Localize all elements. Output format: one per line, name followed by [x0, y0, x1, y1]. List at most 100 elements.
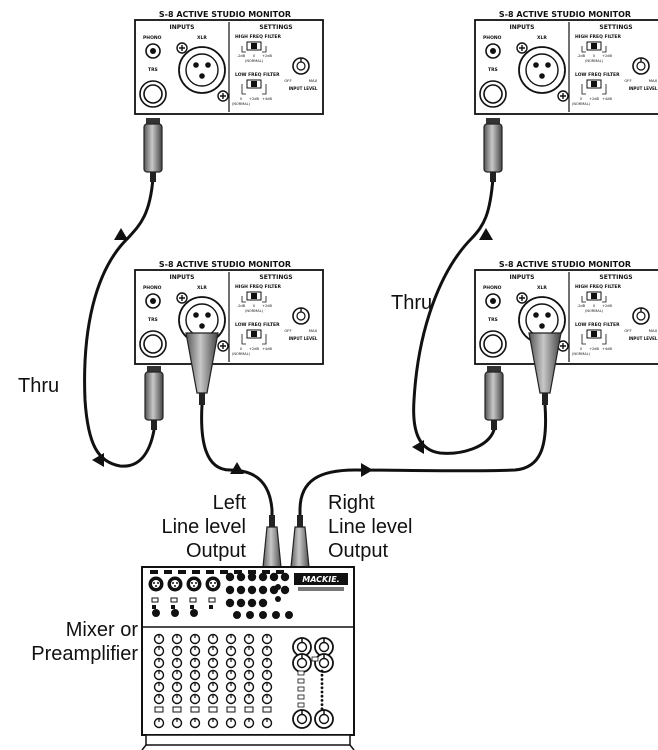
xlr-label: XLR: [197, 285, 207, 291]
svg-text:Preamplifier: Preamplifier: [31, 643, 138, 665]
inputs-heading: INPUTS: [170, 24, 195, 31]
svg-text:+2dB: +2dB: [262, 54, 272, 58]
svg-text:Line level: Line level: [161, 516, 246, 538]
input-level-knob: [292, 307, 310, 325]
low-freq-filter-label: LOW FREQ FILTER: [235, 322, 280, 328]
inputs-heading: INPUTS: [510, 24, 535, 31]
phono-label: PHONO: [483, 285, 502, 291]
settings-heading: SETTINGS: [599, 274, 632, 281]
input-level-label: INPUT LEVEL: [289, 336, 318, 341]
high-freq-switch: [591, 43, 597, 49]
svg-text:OFF: OFF: [284, 78, 291, 83]
svg-text:0: 0: [240, 97, 242, 101]
svg-text:+2dB: +2dB: [589, 97, 599, 101]
svg-text:0: 0: [593, 54, 595, 58]
svg-text:+4dB: +4dB: [602, 97, 612, 101]
settings-heading: SETTINGS: [259, 24, 292, 31]
svg-text:MAX: MAX: [649, 78, 658, 83]
svg-text:-2dB: -2dB: [577, 54, 586, 58]
svg-text:0: 0: [593, 304, 595, 308]
trs-label: TRS: [148, 317, 158, 323]
high-freq-switch: [591, 293, 597, 299]
svg-text:Mixer or: Mixer or: [66, 619, 139, 641]
mixer-logo: MACKIE.: [294, 573, 348, 591]
high-freq-filter-label: HIGH FREQ FILTER: [235, 34, 281, 40]
cables: [83, 176, 548, 527]
inputs-heading: INPUTS: [170, 274, 195, 281]
svg-text:-2dB: -2dB: [577, 304, 586, 308]
svg-text:-2dB: -2dB: [237, 54, 246, 58]
svg-text:(NORMAL): (NORMAL): [585, 309, 604, 313]
mixer-top-section: [148, 570, 293, 619]
input-level-knob: [292, 57, 310, 75]
arrow-thru-right-up: [479, 228, 493, 240]
input-level-knob: [632, 307, 650, 325]
xlr-label: XLR: [537, 285, 547, 291]
cable-thru-right: [412, 176, 496, 455]
monitor-title: S-8 ACTIVE STUDIO MONITOR: [159, 260, 291, 269]
trs-label: TRS: [488, 67, 498, 73]
high-freq-filter-label: HIGH FREQ FILTER: [575, 284, 621, 290]
svg-text:0: 0: [580, 97, 582, 101]
svg-text:(NORMAL): (NORMAL): [572, 102, 591, 106]
monitor-panel-mid-right: S-8 ACTIVE STUDIO MONITOR INPUTS SETTINGS P…: [474, 260, 658, 365]
svg-text:+4dB: +4dB: [602, 347, 612, 351]
svg-text:+4dB: +4dB: [262, 97, 272, 101]
svg-text:Right: Right: [328, 492, 375, 514]
monitor-title: S-8 ACTIVE STUDIO MONITOR: [159, 10, 291, 19]
svg-text:Thru: Thru: [18, 375, 59, 397]
trs-label: TRS: [148, 67, 158, 73]
svg-text:OFF: OFF: [624, 78, 631, 83]
high-freq-switch: [251, 293, 257, 299]
svg-text:+2dB: +2dB: [589, 347, 599, 351]
svg-text:(NORMAL): (NORMAL): [572, 352, 591, 356]
svg-text:(NORMAL): (NORMAL): [232, 352, 251, 356]
svg-text:Output: Output: [186, 540, 246, 562]
svg-text:Line level: Line level: [328, 516, 413, 538]
svg-text:MAX: MAX: [649, 328, 658, 333]
low-freq-switch: [251, 81, 257, 87]
svg-text:0: 0: [240, 347, 242, 351]
monitor-title: S-8 ACTIVE STUDIO MONITOR: [499, 260, 631, 269]
low-freq-filter-label: LOW FREQ FILTER: [575, 72, 620, 78]
low-freq-switch: [251, 331, 257, 337]
mixer: MACKIE.: [141, 566, 355, 750]
cable-thru-left: [83, 176, 156, 468]
svg-text:+2dB: +2dB: [602, 54, 612, 58]
inputs-heading: INPUTS: [510, 274, 535, 281]
svg-text:0: 0: [253, 54, 255, 58]
arrow-right-output-right: [361, 463, 373, 477]
trs-plug-mid-right: [484, 365, 504, 431]
svg-text:(NORMAL): (NORMAL): [585, 59, 604, 63]
cable-left-output: [200, 403, 274, 527]
svg-text:OFF: OFF: [624, 328, 631, 333]
low-freq-filter-label: LOW FREQ FILTER: [235, 72, 280, 78]
svg-text:MAX: MAX: [309, 328, 318, 333]
high-freq-filter-label: HIGH FREQ FILTER: [575, 34, 621, 40]
svg-text:-2dB: -2dB: [237, 304, 246, 308]
phono-label: PHONO: [483, 35, 502, 41]
svg-text:0: 0: [253, 304, 255, 308]
svg-text:OFF: OFF: [284, 328, 291, 333]
cable-right-output: [298, 403, 548, 527]
arrowheads: [92, 228, 493, 477]
svg-text:+2dB: +2dB: [249, 97, 259, 101]
arrow-thru-left-up: [114, 228, 128, 240]
input-level-label: INPUT LEVEL: [629, 336, 658, 341]
xlr-label: XLR: [197, 35, 207, 41]
high-freq-filter-label: HIGH FREQ FILTER: [235, 284, 281, 290]
trs-label: TRS: [488, 317, 498, 323]
right-output-label: Right Line level Output: [328, 492, 413, 562]
low-freq-switch: [591, 81, 597, 87]
monitor-panels: S-8 ACTIVE STUDIO MONITOR INPUTS SETTINGS P…: [134, 10, 658, 365]
settings-heading: SETTINGS: [599, 24, 632, 31]
thru-label-left: Thru: [18, 375, 59, 397]
svg-text:Thru: Thru: [391, 292, 432, 314]
svg-text:0: 0: [580, 347, 582, 351]
svg-text:(NORMAL): (NORMAL): [232, 102, 251, 106]
mixer-label: Mixer or Preamplifier: [31, 619, 138, 665]
